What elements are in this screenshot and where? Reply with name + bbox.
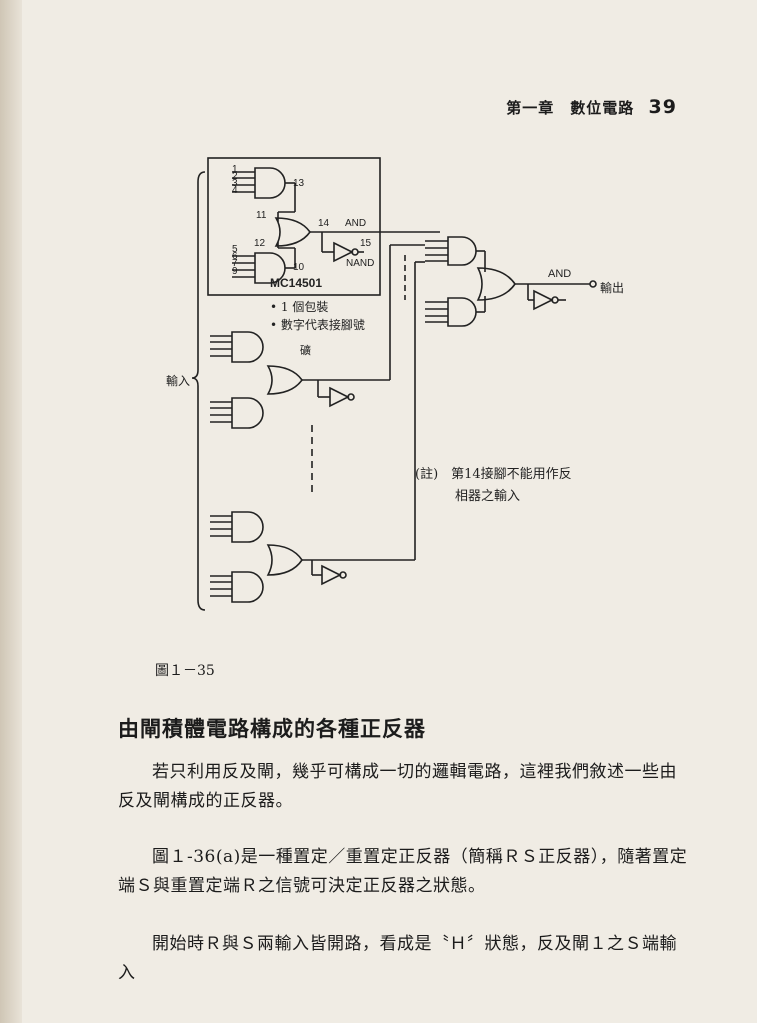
- running-header: 第一章 數位電路 39: [506, 96, 677, 118]
- or-gate-i: [266, 365, 303, 395]
- pin-3: 3: [232, 178, 238, 189]
- pin-15: 15: [360, 238, 372, 249]
- input-brace: [191, 171, 206, 611]
- and-gate-k: [231, 571, 264, 603]
- pin-7: 7: [232, 258, 238, 269]
- pin-12: 12: [254, 238, 266, 249]
- paragraph-2: 圖１-36(a)是一種置定／重置定正反器（簡稱ＲＳ正反器），隨著置定端Ｓ與重置定…: [118, 847, 688, 896]
- note-pin-numbers: • 數字代表接腳號: [270, 318, 365, 332]
- chip-label: MC14501: [270, 276, 323, 290]
- and-gate-a: [254, 167, 286, 199]
- pin-4: 4: [232, 185, 238, 196]
- page-number: 39: [648, 96, 677, 118]
- input-label: 輸入: [166, 374, 191, 388]
- nand-label: NAND: [346, 258, 375, 269]
- and-gate-j: [231, 511, 264, 543]
- pin-11: 11: [256, 210, 267, 221]
- remark-line-2: 相器之輸入: [455, 489, 521, 504]
- inverter-nand: [333, 241, 354, 263]
- side-char: 礦: [300, 344, 311, 357]
- or-gate-l: [266, 544, 303, 576]
- chip-outline: [207, 157, 381, 296]
- and-label-output: AND: [548, 268, 572, 280]
- inverter-mid: [329, 386, 350, 408]
- page-binding-edge: [0, 0, 22, 1023]
- and-gate-b: [254, 252, 286, 284]
- paragraph-3: 開始時Ｒ與Ｓ兩輸入皆開路，看成是〝Ｈ〞狀態，反及閘１之Ｓ端輸入: [118, 934, 677, 983]
- pin-1: 1: [232, 164, 238, 175]
- pin-5: 5: [232, 244, 238, 255]
- pin-14: 14: [318, 218, 330, 229]
- pin-6: 6: [232, 251, 238, 262]
- and-label-top: AND: [345, 218, 367, 229]
- and-gate-h: [231, 397, 264, 429]
- pin-9: 9: [232, 266, 238, 277]
- logic-circuit-diagram: [191, 157, 597, 611]
- inverter-output: [533, 289, 554, 311]
- pin-10: 10: [293, 262, 305, 273]
- pin-2: 2: [232, 171, 238, 182]
- output-label: 輸出: [600, 281, 625, 295]
- paragraph-1: 若只利用反及閘，幾乎可構成一切的邏輯電路，這裡我們敘述一些由反及閘構成的正反器。: [118, 762, 677, 811]
- section-heading: 由閘積體電路構成的各種正反器: [118, 716, 426, 741]
- and-gate-e: [447, 297, 477, 327]
- pin-13: 13: [293, 178, 305, 189]
- or-gate-c: [274, 217, 311, 247]
- figure-caption: 圖１－35: [155, 663, 215, 679]
- inverter-bottom: [321, 564, 342, 586]
- chapter-title: 第一章 數位電路: [506, 99, 635, 117]
- note-one-package: • 1 個包裝: [270, 300, 329, 314]
- and-gate-d: [447, 236, 477, 266]
- remark-line-1: (註) 第14接腳不能用作反: [415, 467, 572, 482]
- and-gate-g: [231, 331, 264, 363]
- or-gate-f: [476, 267, 516, 301]
